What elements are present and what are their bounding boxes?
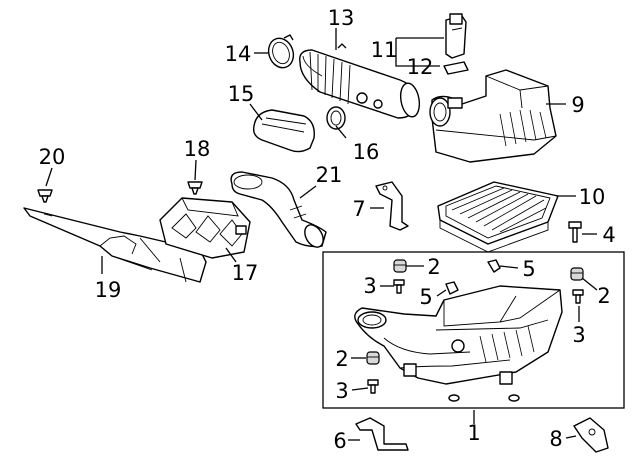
callout-8: 8 [549,427,562,451]
callout-2-top: 2 [427,255,440,279]
clamp-small-part [326,106,346,130]
callout-7: 7 [352,197,365,221]
grommet-part-c [366,351,380,365]
air-filter-part [437,181,559,253]
sensor-assembly-part [445,13,467,59]
bracket-lower-left-part [355,417,409,451]
callout-6: 6 [333,429,346,453]
sensor-seal-part [443,61,469,75]
callout-2-right: 2 [597,284,610,308]
leader-lines [45,28,598,441]
hose-clamp-part [267,34,295,69]
intake-tube-part [299,43,421,119]
push-clip-part [187,181,203,195]
callout-1: 1 [467,421,480,445]
callout-3-right: 3 [572,323,585,347]
push-clip-small-part [37,189,53,203]
bolt-short-part-a [393,279,405,294]
callout-15: 15 [228,82,255,106]
grommet-part-b [570,267,584,281]
callout-19: 19 [95,278,122,302]
callout-10: 10 [579,185,606,209]
callout-14: 14 [225,42,252,66]
bolt-short-part-b [572,289,584,304]
callout-4: 4 [602,223,615,247]
bolt-short-part-c [367,379,379,394]
intake-duct-part [230,171,327,248]
callout-9: 9 [571,93,584,117]
callout-5-right: 5 [522,257,535,281]
grommet-part-a [393,259,407,273]
housing-mount-feet [448,394,520,402]
bracket-upper-part [375,181,409,231]
callout-20: 20 [39,145,66,169]
callout-2-left: 2 [335,347,348,371]
air-cleaner-housing-part [354,285,563,385]
callout-21: 21 [316,163,343,187]
bracket-right-part [573,417,609,453]
part-1-group-frame [322,251,625,409]
callout-11: 11 [371,38,398,62]
clip-part-a [487,259,501,273]
callout-3-left: 3 [335,379,348,403]
clip-part-b [445,281,459,295]
callout-12: 12 [407,55,434,79]
bolt-part [568,221,582,243]
callout-18: 18 [184,137,211,161]
air-guide-panel-part [23,207,207,283]
callout-5-left: 5 [419,285,432,309]
callout-16: 16 [353,140,380,164]
air-cleaner-cover-part [429,69,557,163]
callout-17: 17 [232,261,259,285]
callout-3-top: 3 [363,274,376,298]
callout-13: 13 [328,6,355,30]
resonator-duct-part [159,197,251,259]
resonator-part [252,109,315,153]
